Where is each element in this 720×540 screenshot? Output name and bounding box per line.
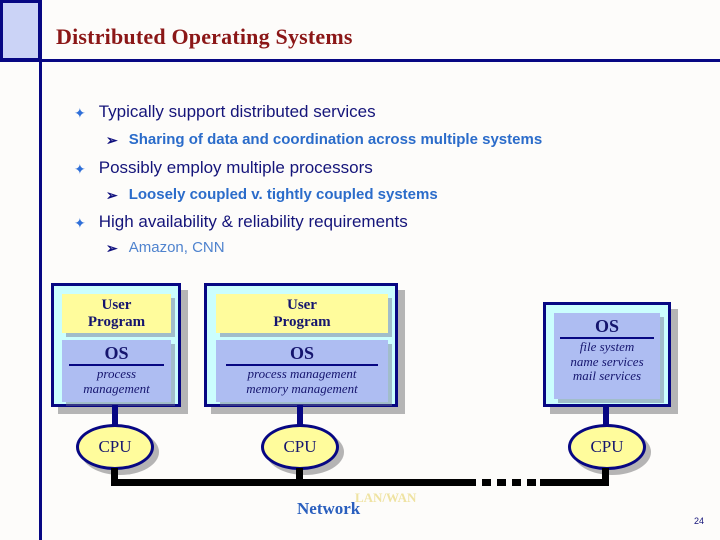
- bullet-item-1: ✦ Typically support distributed services: [74, 102, 376, 122]
- bullet-item-3: ✦ High availability & reliability requir…: [74, 212, 408, 232]
- corner-decoration-square: [0, 0, 41, 61]
- diamond-bullet-icon: ✦: [74, 161, 86, 177]
- os-service: file system: [579, 339, 635, 354]
- sub-bullet-item-2: ➢ Loosely coupled v. tightly coupled sys…: [106, 186, 438, 203]
- title-horizontal-rule: [0, 59, 720, 62]
- bullet-text: High availability & reliability requirem…: [98, 212, 408, 231]
- sub-bullet-text: Loosely coupled v. tightly coupled syste…: [128, 186, 438, 203]
- network-label: Network: [297, 499, 361, 518]
- user-program-box: User Program: [216, 294, 388, 333]
- connector-machine2-cpu2: [297, 405, 303, 426]
- left-vertical-rule: [39, 0, 42, 540]
- os-service: process: [96, 366, 137, 381]
- network-bus-dashed-segment: [467, 479, 539, 486]
- network-bus-segment-right: [540, 479, 609, 486]
- os-title: OS: [560, 316, 654, 339]
- os-box: OS process management: [62, 340, 171, 402]
- user-program-box: User Program: [62, 294, 171, 333]
- diamond-bullet-icon: ✦: [74, 105, 86, 121]
- arrow-bullet-icon: ➢: [106, 132, 118, 148]
- network-bus-segment-left: [111, 479, 467, 486]
- machine-box-2: User Program OS process management memor…: [204, 283, 398, 407]
- machine-box-3: OS file system name services mail servic…: [543, 302, 671, 407]
- stub-cpu2-bus: [296, 468, 303, 480]
- sub-bullet-item-1: ➢ Sharing of data and coordination acros…: [106, 131, 542, 148]
- stub-cpu1-bus: [111, 468, 118, 480]
- os-service: process management: [247, 366, 357, 381]
- page-title: Distributed Operating Systems: [56, 24, 353, 49]
- bullet-item-2: ✦ Possibly employ multiple processors: [74, 158, 373, 178]
- os-service: management: [83, 380, 150, 396]
- os-service: name services: [570, 353, 644, 369]
- os-service: memory management: [246, 380, 358, 396]
- arrow-bullet-icon: ➢: [106, 187, 118, 203]
- bullet-text: Possibly employ multiple processors: [98, 158, 373, 177]
- connector-machine1-cpu1: [112, 405, 118, 426]
- cpu-ellipse-2: CPU: [261, 424, 339, 470]
- sub-bullet-text: Sharing of data and coordination across …: [128, 131, 543, 148]
- os-title: OS: [226, 343, 378, 366]
- page-number: 24: [694, 516, 705, 526]
- os-box: OS process management memory management: [216, 340, 388, 402]
- os-title: OS: [68, 343, 165, 366]
- cpu-ellipse-1: CPU: [76, 424, 154, 470]
- diamond-bullet-icon: ✦: [74, 215, 86, 231]
- cpu-ellipse-3: CPU: [568, 424, 646, 470]
- stub-cpu3-bus: [602, 468, 609, 480]
- connector-machine3-cpu3: [603, 405, 609, 426]
- sub-bullet-text: Amazon, CNN: [128, 239, 225, 256]
- machine-box-1: User Program OS process management: [51, 283, 181, 407]
- sub-bullet-item-3: ➢ Amazon, CNN: [106, 239, 225, 256]
- lanwan-label: LAN/WAN: [355, 490, 417, 505]
- arrow-bullet-icon: ➢: [106, 240, 118, 256]
- os-box: OS file system name services mail servic…: [554, 313, 660, 399]
- os-service: mail services: [572, 368, 642, 383]
- bullet-text: Typically support distributed services: [98, 102, 376, 121]
